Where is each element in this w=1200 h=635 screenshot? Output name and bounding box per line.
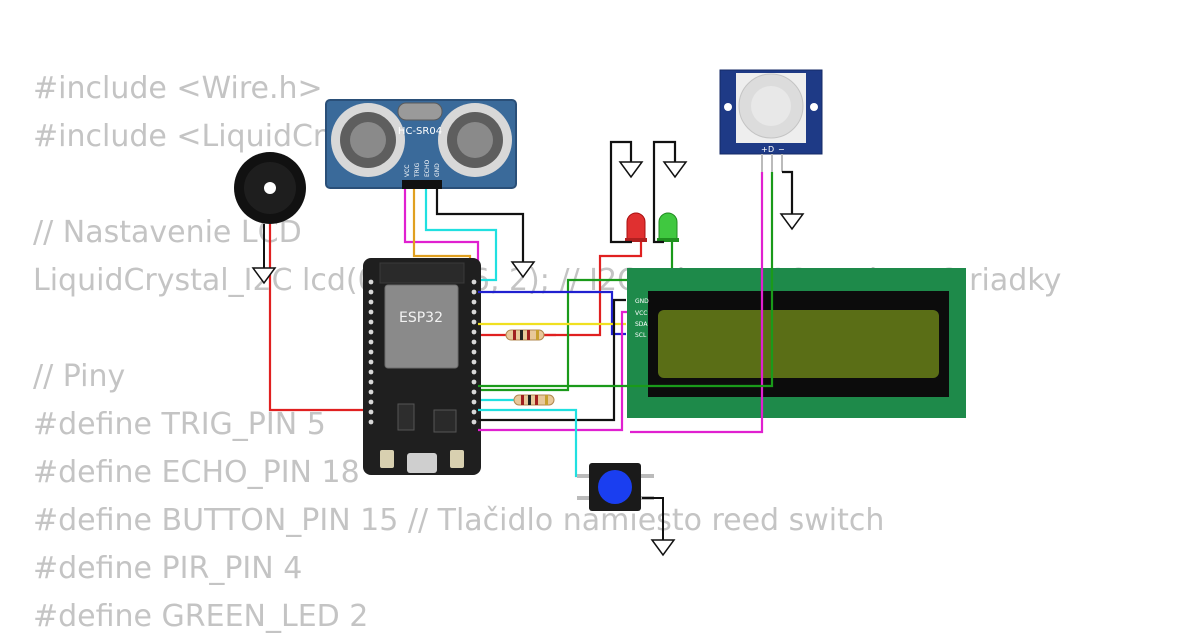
- buzzer[interactable]: [234, 152, 306, 224]
- ground-symbol: [779, 213, 805, 231]
- code-line-1: #include <Wire.h>: [33, 71, 323, 106]
- pir-pin-minus: −: [778, 145, 785, 154]
- ground-symbol: [618, 161, 644, 179]
- lcd-pin-sda: SDA: [635, 321, 648, 328]
- green-led[interactable]: [657, 212, 679, 242]
- ground-symbol: [662, 161, 688, 179]
- pir-wires: [478, 170, 794, 434]
- ground-symbol: [650, 539, 676, 557]
- code-line-11: #define PIR_PIN 4: [33, 551, 303, 586]
- resistor[interactable]: [478, 394, 555, 406]
- resistor[interactable]: [478, 329, 556, 341]
- lcd-pin-gnd: GND: [635, 298, 649, 305]
- code-line-10: #define BUTTON_PIN 15 // Tlačidlo namies…: [33, 503, 885, 538]
- ultrasonic-pin-vcc: VCC: [404, 165, 411, 177]
- lcd-wires: [478, 290, 630, 478]
- ultrasonic-sensor[interactable]: HC-SR04 VCC TRIG ECHO GND: [325, 99, 517, 189]
- button-ground-wire: [642, 497, 664, 540]
- lcd-display[interactable]: GND VCC SDA SCL: [627, 268, 966, 418]
- ultrasonic-pin-gnd: GND: [434, 163, 441, 177]
- code-line-12: #define GREEN_LED 2: [33, 599, 369, 634]
- lcd-pin-scl: SCL: [635, 332, 647, 339]
- ultrasonic-pin-echo: ECHO: [424, 160, 431, 177]
- pir-sensor[interactable]: + D −: [719, 69, 823, 172]
- code-line-9: #define ECHO_PIN 18: [33, 455, 360, 490]
- ultrasonic-pin-trig: TRIG: [414, 162, 421, 178]
- push-button[interactable]: [577, 463, 654, 511]
- code-line-7: // Piny: [33, 359, 126, 394]
- ground-symbol: [251, 267, 277, 285]
- code-line-4: // Nastavenie LCD: [33, 215, 302, 250]
- lcd-pin-vcc: VCC: [635, 310, 647, 317]
- esp32-label: ESP32: [399, 310, 443, 326]
- led-wires: [478, 140, 677, 392]
- pir-pin-plus: +: [761, 145, 768, 154]
- esp32-board[interactable]: ESP32: [363, 258, 481, 475]
- pir-pin-data: D: [768, 145, 774, 154]
- buzzer-wire: [268, 224, 365, 412]
- code-line-8: #define TRIG_PIN 5: [33, 407, 326, 442]
- ground-symbol: [510, 261, 536, 279]
- red-led[interactable]: [625, 212, 647, 242]
- ultrasonic-label: HC-SR04: [398, 126, 442, 137]
